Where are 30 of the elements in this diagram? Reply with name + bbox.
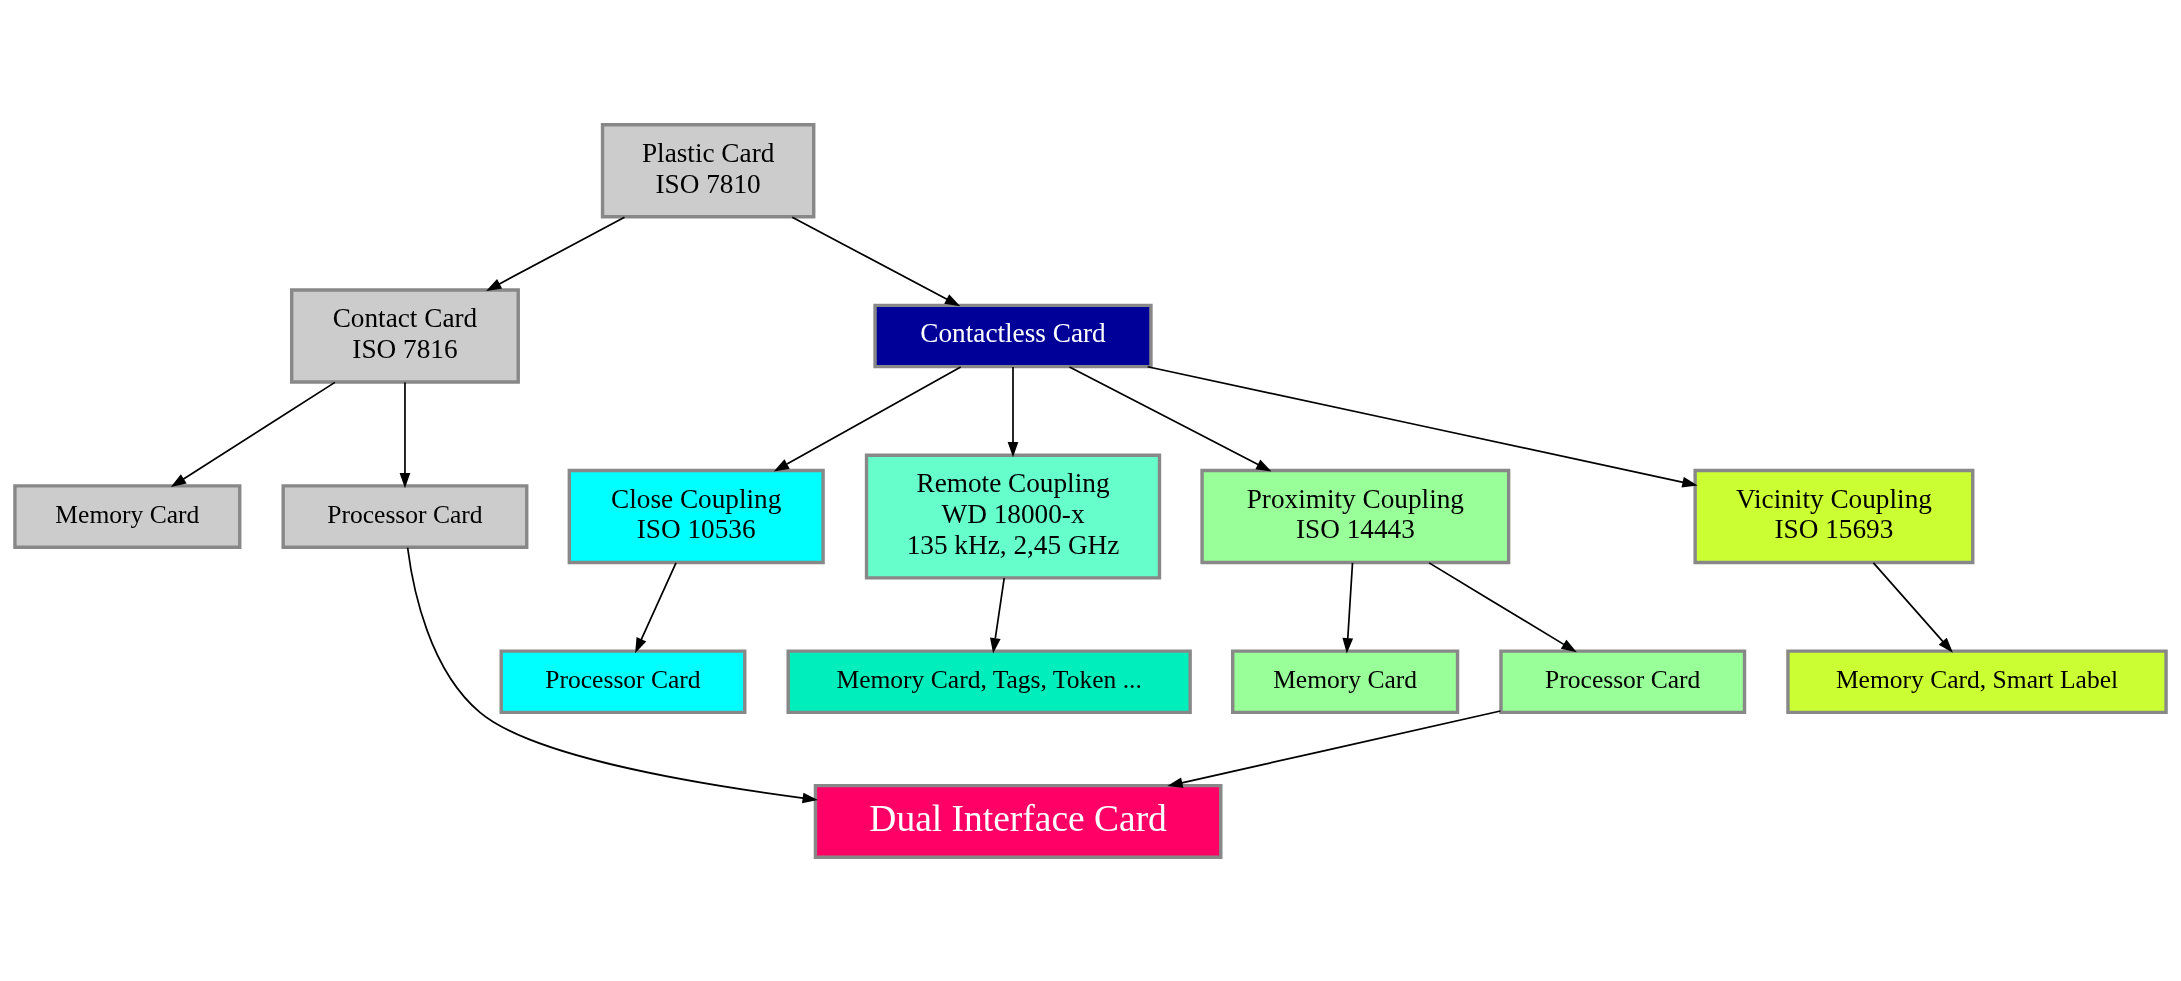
arrow	[791, 215, 961, 306]
arrow	[635, 561, 677, 653]
arrow	[773, 365, 962, 472]
arrow	[990, 576, 1006, 653]
node-box: Contact Card ISO 7816	[290, 287, 520, 384]
node-box: Memory Card, Smart Label	[1786, 648, 2168, 714]
arrow	[1007, 365, 1019, 457]
node-box: Processor Card	[281, 483, 529, 549]
node-box: Contactless Card	[873, 303, 1153, 368]
arrow	[399, 381, 411, 488]
arrow	[1872, 561, 1953, 653]
node-box: Proximity Coupling ISO 14443	[1200, 468, 1511, 564]
node-box: Vicinity Coupling ISO 15693	[1693, 468, 1975, 564]
arrow	[406, 546, 818, 803]
node-box: Remote Coupling WD 18000-x 135 kHz, 2,45 GHz	[864, 453, 1162, 580]
node-box: Memory Card	[1231, 648, 1460, 714]
arrow	[170, 381, 336, 487]
arrow	[486, 215, 626, 291]
node-box: Close Coupling ISO 10536	[567, 468, 825, 564]
node-box: Memory Card, Tags, Token ...	[786, 648, 1192, 714]
node-box: Processor Card	[1499, 648, 1747, 714]
arrow	[1146, 365, 1698, 487]
arrow	[1167, 709, 1502, 788]
node-box: Dual Interface Card	[813, 783, 1223, 859]
node-box: Processor Card	[499, 648, 747, 714]
arrow	[1428, 561, 1577, 652]
node-box: Memory Card	[13, 483, 242, 549]
node-box: Plastic Card ISO 7810	[600, 122, 816, 218]
arrow	[1068, 365, 1272, 471]
arrow	[1342, 561, 1354, 653]
